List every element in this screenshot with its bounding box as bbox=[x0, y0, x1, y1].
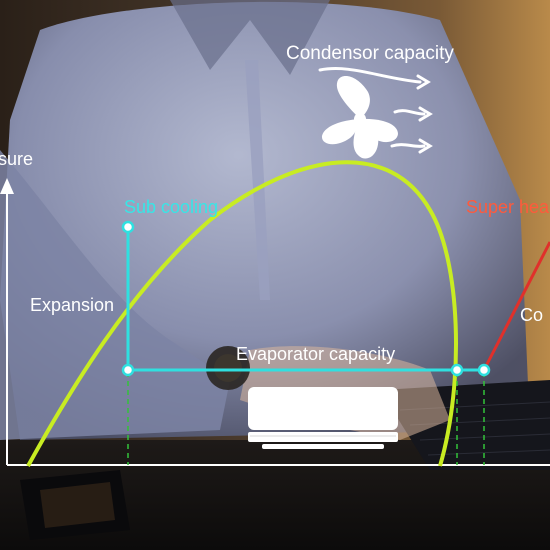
axes bbox=[0, 178, 550, 466]
condensor-capacity-label: Condensor capacity bbox=[286, 43, 454, 64]
expansion-label: Expansion bbox=[30, 295, 115, 315]
point-superheat bbox=[477, 363, 491, 377]
compression-label: Co bbox=[520, 305, 544, 325]
pressure-axis-label: sure bbox=[0, 149, 34, 169]
saturation-dome-curve bbox=[26, 160, 458, 467]
point-sub-cooling bbox=[121, 220, 135, 234]
y-axis-arrow-icon bbox=[0, 178, 14, 194]
evaporator-capacity-label: Evaporator capacity bbox=[236, 344, 396, 364]
fan-icon bbox=[321, 76, 398, 159]
super-heat-label: Super hea bbox=[466, 197, 550, 217]
point-expansion-end bbox=[121, 363, 135, 377]
air-conditioner-icon bbox=[248, 387, 398, 449]
point-saturated-vapor bbox=[450, 363, 464, 377]
wind-streaks-icon bbox=[318, 67, 433, 154]
compression-line bbox=[482, 241, 550, 371]
sub-cooling-label: Sub cooling bbox=[124, 197, 219, 217]
